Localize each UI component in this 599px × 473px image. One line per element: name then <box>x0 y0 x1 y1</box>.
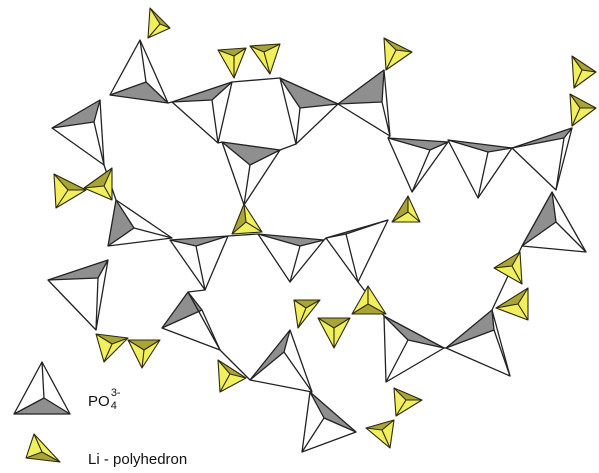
li-polyhedron <box>217 359 247 393</box>
li-polyhedron <box>293 299 321 329</box>
li-polyhedron <box>351 285 387 315</box>
po4-tetrahedron <box>387 137 449 193</box>
network-link <box>227 233 259 237</box>
po4-tetrahedron <box>521 191 587 253</box>
li-polyhedron <box>365 419 395 449</box>
network-link <box>231 77 281 83</box>
li-polyhedron <box>495 287 529 321</box>
po4-tetrahedron <box>279 77 339 145</box>
phosphate-network <box>47 39 587 453</box>
po4-tetrahedron <box>511 127 573 191</box>
network-link <box>187 289 206 293</box>
li-polyhedron <box>393 387 423 417</box>
po4-tetrahedron <box>301 391 357 453</box>
network-link <box>323 237 327 241</box>
li-polyhedron <box>95 333 129 363</box>
li-polyhedron <box>231 203 263 235</box>
li-polyhedron <box>53 173 87 209</box>
li-polyhedron <box>147 7 171 39</box>
li-polyhedron <box>391 195 421 223</box>
po4-tetrahedron <box>249 329 313 393</box>
legend-po4-symbol <box>13 361 71 415</box>
li-polyhedron <box>569 93 597 127</box>
network-link <box>387 135 391 139</box>
po4-tetrahedron <box>47 259 109 331</box>
po4-tetrahedron <box>337 69 391 137</box>
legend-li-symbol <box>25 433 61 463</box>
po4-tetrahedron <box>107 199 173 247</box>
po4-tetrahedron <box>169 235 229 291</box>
li-polyhedron <box>571 55 597 89</box>
po4-tetrahedron <box>445 309 511 377</box>
legend-li-label: Li - polyhedron <box>88 451 188 468</box>
network-link <box>217 141 223 144</box>
po4-tetrahedron <box>109 39 169 104</box>
legend-po4-label: PO43- <box>88 387 121 412</box>
network-link <box>167 101 173 104</box>
li-polyhedron <box>383 37 413 71</box>
po4-tetrahedron <box>171 81 233 144</box>
legend-symbols <box>13 361 71 463</box>
li-polyhedron <box>83 167 113 201</box>
po4-tetrahedron <box>447 139 513 199</box>
li-polyhedron <box>127 339 161 369</box>
network-link <box>279 143 297 151</box>
po4-tetrahedron <box>383 315 445 383</box>
po4-tetrahedron <box>161 291 221 351</box>
li-polyhedron <box>217 47 247 79</box>
li-polyhedra-layer <box>53 7 597 449</box>
po4-tetrahedron <box>257 233 325 283</box>
li-polyhedron <box>493 251 523 285</box>
network-link <box>219 349 251 381</box>
po4-tetrahedron <box>221 141 281 206</box>
po4-tetrahedron <box>51 99 105 166</box>
po4-tetrahedron <box>325 219 389 283</box>
li-polyhedron <box>317 317 351 349</box>
li-polyhedron <box>249 43 281 75</box>
